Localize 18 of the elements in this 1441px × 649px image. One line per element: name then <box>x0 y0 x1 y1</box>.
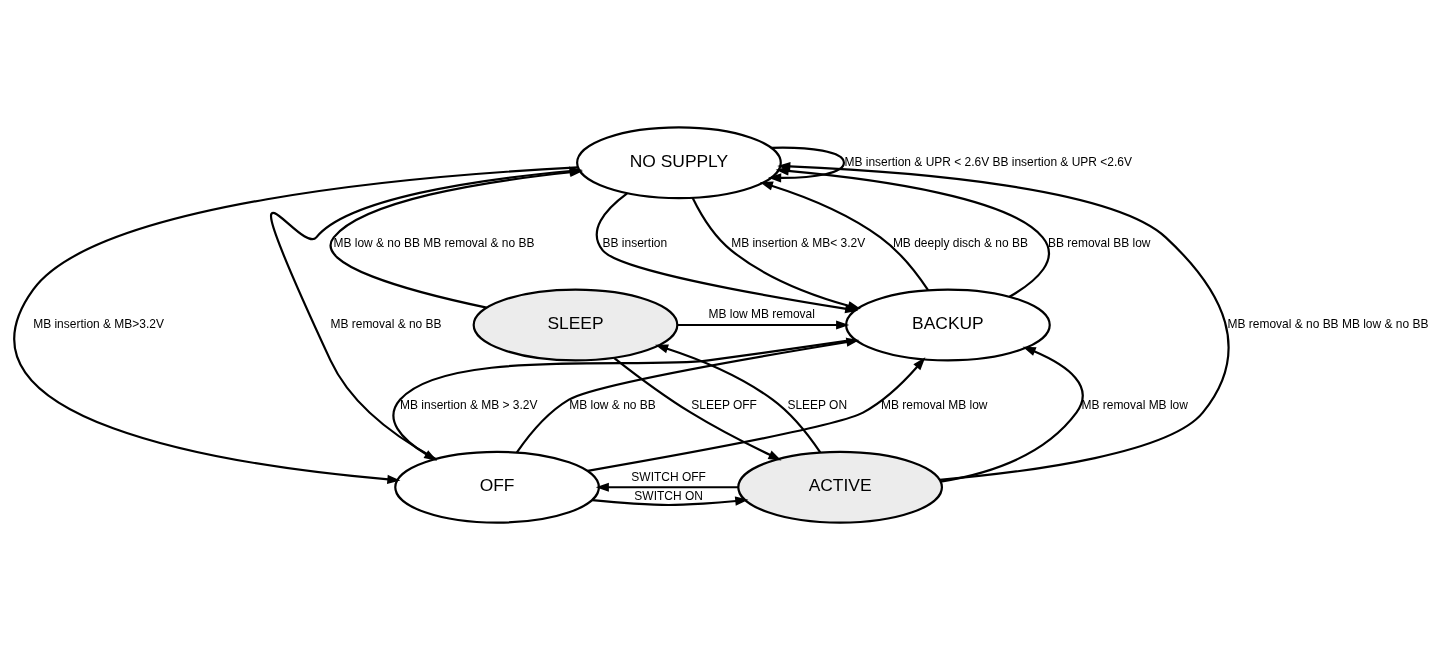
edge-label: MB low & no BB <box>568 397 656 412</box>
edge-label: SWITCH ON <box>633 488 703 503</box>
edge-label: MB deeply disch & no BB <box>892 235 1028 250</box>
edge-label: BB removal BB low <box>1047 235 1150 250</box>
edge-label: SLEEP ON <box>786 397 847 412</box>
edge-label: MB removal & no BB MB low & no BB <box>1227 316 1428 331</box>
edge-label: MB low MB removal <box>708 306 815 321</box>
edge-label: BB insertion <box>602 235 667 250</box>
edge-label: MB removal MB low <box>880 397 988 412</box>
edge-label: MB removal & no BB <box>329 316 442 331</box>
edge-label: MB insertion & MB>3.2V <box>32 316 164 331</box>
edge-label: SWITCH OFF <box>630 469 706 483</box>
edge-label: MB insertion & MB< 3.2V <box>730 235 865 250</box>
edge-label: MB removal MB low <box>1080 397 1188 412</box>
edge-label: MB insertion & MB > 3.2V <box>399 397 537 412</box>
edge-label: SLEEP OFF <box>690 397 757 412</box>
edge-label: MB insertion & UPR < 2.6V BB insertion & UPR <2.6V <box>844 154 1132 169</box>
edge-label: MB low & no BB MB removal & no BB <box>332 235 534 250</box>
